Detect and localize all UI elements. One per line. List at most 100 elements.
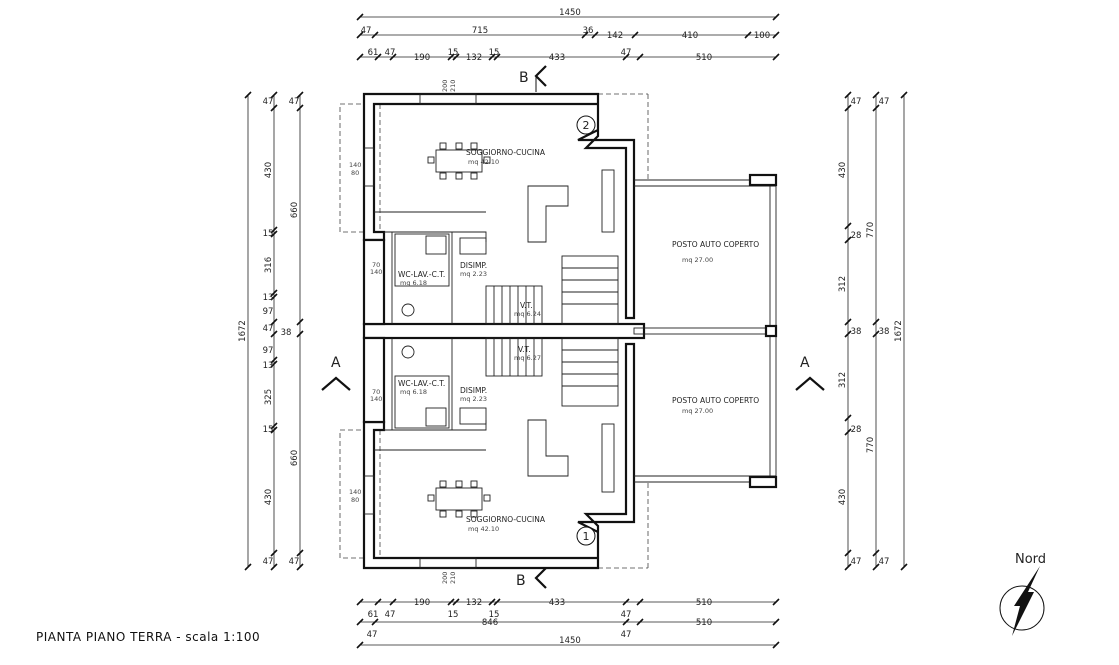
dim-left-in-7: 38	[281, 328, 292, 338]
dim-bot-r1-7: 47	[621, 610, 632, 620]
dim-left-out-3: 47	[289, 557, 300, 567]
dim-right-in-4: 38	[851, 327, 862, 337]
north-label: Nord	[1015, 552, 1046, 567]
room-area-posto-auto-lower: mq 27.00	[682, 407, 713, 415]
section-a-left-label: A	[331, 355, 341, 371]
dim-left-in-11: 15	[263, 425, 274, 435]
marker-1-circle	[576, 526, 596, 546]
room-area-wc-upper: mq 6.18	[400, 279, 427, 287]
window-label-bottom-a: 200	[441, 572, 449, 584]
section-b-top-label: B	[519, 70, 529, 86]
dim-top-r3-2: 190	[414, 53, 430, 63]
dim-left-in-2: 15	[263, 229, 274, 239]
dim-top-r3-1: 47	[385, 48, 396, 58]
room-label-wc-upper: WC-LAV.-C.T.	[398, 270, 445, 279]
wc-fixture-upper	[401, 303, 415, 317]
section-markers: A A B B 2 1	[321, 65, 825, 589]
dim-bot-r1-4: 132	[466, 598, 482, 608]
dim-right-out-3: 770	[866, 437, 876, 453]
window-label-mid-lower-a: 70	[372, 388, 380, 396]
dim-bot-r1-6: 433	[549, 598, 565, 608]
room-area-soggiorno-upper: mq 42.10	[468, 158, 499, 166]
room-label-posto-auto-lower: POSTO AUTO COPERTO	[672, 396, 759, 405]
room-label-soggiorno-lower: SOGGIORNO-CUCINA	[466, 515, 546, 524]
stairs-lower	[485, 337, 619, 407]
disimp-fixture-lower	[459, 407, 487, 425]
dim-right-in-3: 312	[838, 276, 848, 292]
carport	[633, 173, 778, 489]
dim-left-out-0: 47	[289, 97, 300, 107]
dim-left-total: 1672	[238, 320, 248, 342]
room-label-disimp-lower: DISIMP.	[460, 386, 487, 395]
dim-right-out-0: 47	[879, 97, 890, 107]
window-label-top-b: 210	[449, 80, 457, 92]
north-arrow-icon	[1012, 566, 1040, 636]
dim-top-r2-5: 100	[754, 31, 770, 41]
dining-table-lower	[427, 480, 491, 518]
right-dimension-chains: 47 430 28 312 38 312 28 430 47 47 770 38…	[838, 91, 908, 571]
room-area-wc-lower: mq 6.18	[400, 388, 427, 396]
room-label-soggiorno-upper: SOGGIORNO-CUCINA	[466, 148, 546, 157]
window-label-left-upper-a: 140	[349, 161, 361, 169]
room-area-vt-lower: mq 6.27	[514, 354, 541, 362]
room-labels: SOGGIORNO-CUCINA mq 42.10 SOGGIORNO-CUCI…	[398, 148, 759, 533]
dim-right-in-8: 47	[851, 557, 862, 567]
disimp-fixture-upper	[459, 237, 487, 255]
dim-left-in-1: 430	[264, 162, 274, 178]
dim-left-in-0: 47	[263, 97, 274, 107]
dim-left-in-3: 316	[264, 257, 274, 273]
room-label-vt-upper: V.T.	[520, 301, 533, 310]
dim-top-r3-3: 15	[448, 48, 459, 58]
dim-left-out-1: 660	[290, 202, 300, 218]
dim-right-out-2: 38	[879, 327, 890, 337]
dim-bot-r1-8: 510	[696, 598, 712, 608]
drawing-title: PIANTA PIANO TERRA - scala 1:100	[36, 630, 261, 644]
window-label-mid-upper-a: 70	[372, 261, 380, 269]
kitchen-counter-upper	[601, 169, 615, 233]
marker-1-label: 1	[583, 530, 590, 543]
dim-right-in-6: 28	[851, 425, 862, 435]
bottom-dimension-chains: 61 47 190 15 132 15 433 47 510 47 846 47…	[356, 598, 780, 649]
marker-2-label: 2	[583, 119, 590, 132]
dim-right-in-0: 47	[851, 97, 862, 107]
room-area-vt-upper: mq 6.24	[514, 310, 541, 318]
room-area-disimp-lower: mq 2.23	[460, 395, 487, 403]
dining-table-upper	[427, 142, 491, 180]
shower-upper	[425, 235, 447, 255]
room-area-disimp-upper: mq 2.23	[460, 270, 487, 278]
sofa-upper	[527, 185, 569, 243]
dim-bot-r2-3: 510	[696, 618, 712, 628]
dim-bot-r1-2: 190	[414, 598, 430, 608]
dim-left-in-8: 97	[263, 346, 274, 356]
section-b-bottom-label: B	[516, 573, 526, 589]
kitchen-counter-lower	[601, 423, 615, 493]
dim-top-r2-4: 410	[682, 31, 698, 41]
section-a-right-label: A	[800, 355, 810, 371]
north-arrow-circle	[999, 585, 1045, 631]
dim-top-r3-7: 47	[621, 48, 632, 58]
dim-top-r2-1: 715	[472, 26, 488, 36]
dim-top-r3-5: 15	[489, 48, 500, 58]
north-arrow: Nord	[999, 552, 1046, 636]
dim-top-r3-6: 433	[549, 53, 565, 63]
window-label-top-a: 200	[441, 80, 449, 92]
dim-right-out-1: 770	[866, 222, 876, 238]
wc-fixture-lower	[401, 345, 415, 359]
dim-left-in-9: 13	[263, 361, 274, 371]
room-label-disimp-upper: DISIMP.	[460, 261, 487, 270]
dim-top-r2-2: 36	[583, 26, 594, 36]
dim-left-in-6: 47	[263, 324, 274, 334]
window-label-left-lower-a: 140	[349, 488, 361, 496]
dim-right-total: 1672	[894, 320, 904, 342]
dim-top-r2-0: 47	[361, 26, 372, 36]
dim-top-r3-8: 510	[696, 53, 712, 63]
dim-bot-r2-0: 47	[367, 630, 378, 640]
top-dimension-chains: 1450 47 715 36 142 410 100 61 47 190 15 …	[356, 8, 780, 63]
left-dimension-chains: 1672 47 430 15 316 13 97 47 38 97 13 325…	[238, 91, 304, 571]
dim-bot-r2-2: 47	[621, 630, 632, 640]
window-labels: 200 210 200 210 140 80 140 80 70 140 70 …	[349, 80, 457, 584]
dim-left-in-12: 430	[264, 489, 274, 505]
room-area-posto-auto-upper: mq 27.00	[682, 256, 713, 264]
marker-2-circle	[576, 115, 596, 135]
dim-right-in-5: 312	[838, 372, 848, 388]
